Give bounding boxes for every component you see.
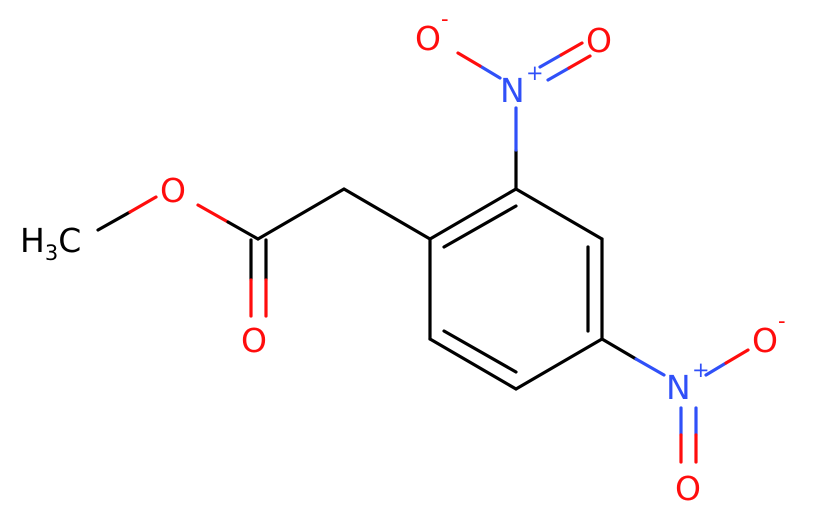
ortho-oxygen-double-label: O: [586, 21, 612, 60]
bond-n-ominus-ortho-blue: [478, 64, 502, 80]
para-oxygen-double-label: O: [675, 469, 701, 508]
ring-bond-4: [514, 337, 604, 391]
ortho-nitrogen-charge: +: [526, 61, 544, 85]
para-nitrogen-charge: +: [692, 358, 710, 382]
para-nitrogen-label: N: [666, 368, 691, 407]
bond-methyl-o: [96, 210, 132, 232]
bond-ring-n-para-blue: [634, 357, 666, 377]
bond-o-carbonyl-red: [196, 203, 230, 224]
bond-n-o-ortho-a-blue: [538, 53, 563, 69]
ring-bond-5-inner: [442, 329, 518, 374]
para-oxygen-minus-label: O: [752, 321, 778, 360]
ring-bond-2: [514, 187, 604, 241]
ring-bond-1-inner: [442, 204, 518, 249]
methyl-label: H3C: [20, 221, 81, 265]
bond-methyl-o-red: [128, 195, 158, 214]
carbonyl-oxygen-label: O: [241, 321, 267, 360]
ortho-oxygen-minus-charge: -: [441, 7, 449, 31]
ring-bond-5: [428, 337, 518, 391]
bond-n-o-ortho-b-red: [567, 54, 592, 70]
bond-n-ominus-para-blue: [704, 361, 728, 377]
bond-n-ominus-para-red: [724, 348, 750, 365]
ortho-oxygen-minus-label: O: [415, 19, 441, 58]
bond-n-o-ortho-b-blue: [546, 66, 571, 82]
bond-n-o-ortho-a-red: [559, 41, 584, 57]
ortho-nitrogen-label: N: [500, 71, 525, 110]
bond-carbonyl-ch2: [256, 187, 346, 241]
bond-o-carbonyl: [226, 220, 260, 241]
bond-ch2-ring: [342, 187, 432, 241]
bond-ring-n-para: [600, 337, 638, 361]
bond-n-ominus-ortho-red: [456, 51, 482, 68]
para-oxygen-minus-charge: -: [778, 309, 786, 333]
ester-oxygen-label: O: [160, 171, 186, 210]
ring-bond-1: [428, 187, 518, 241]
